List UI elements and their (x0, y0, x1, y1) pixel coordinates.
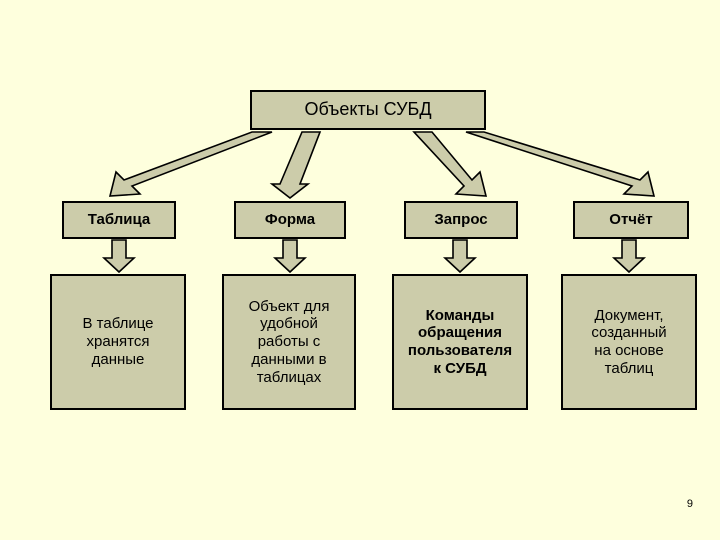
description-box-tablica: В таблице хранятся данные (50, 274, 186, 410)
node-label-tablica: Таблица (87, 211, 151, 229)
description-text-otchet: Документ, созданный на основе таблиц (591, 306, 667, 377)
arrow-node-1-to-desc-1 (101, 239, 137, 274)
arrow-node-3-to-desc-3 (442, 239, 478, 274)
arrow-node-4-to-desc-4 (611, 239, 647, 274)
node-box-tablica: Таблица (62, 201, 176, 239)
description-text-forma: Объект для удобной работы с данными в та… (248, 297, 330, 386)
description-box-zapros: Команды обращения пользователя к СУБД (392, 274, 528, 410)
node-box-otchet: Отчёт (573, 201, 689, 239)
arrow-node-2-to-desc-2 (272, 239, 308, 274)
node-label-forma: Форма (264, 211, 316, 229)
node-label-otchet: Отчёт (609, 211, 653, 229)
diagram-title-text: Объекты СУБД (304, 99, 432, 120)
arrow-title-to-node-1 (108, 131, 273, 197)
arrow-title-to-node-4 (465, 131, 656, 197)
description-text-tablica: В таблице хранятся данные (82, 315, 154, 368)
arrow-title-to-node-3 (412, 131, 488, 197)
page-number: 9 (686, 498, 693, 510)
node-box-zapros: Запрос (404, 201, 518, 239)
arrow-title-to-node-2 (269, 131, 322, 200)
diagram-title-box: Объекты СУБД (250, 90, 486, 130)
node-label-zapros: Запрос (434, 211, 488, 229)
description-text-zapros: Команды обращения пользователя к СУБД (407, 306, 513, 377)
description-box-otchet: Документ, созданный на основе таблиц (561, 274, 697, 410)
description-box-forma: Объект для удобной работы с данными в та… (222, 274, 356, 410)
node-box-forma: Форма (234, 201, 346, 239)
